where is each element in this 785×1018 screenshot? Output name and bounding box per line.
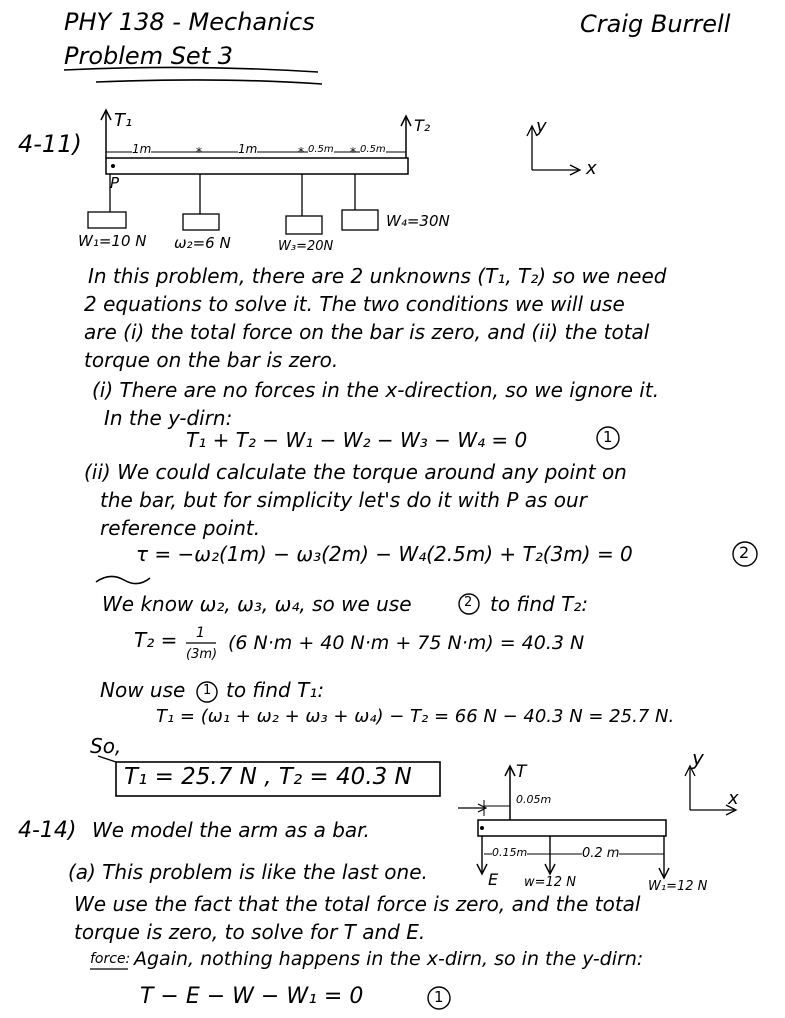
dim-0-2m: 0.2 m xyxy=(582,846,620,861)
bar-4-11 xyxy=(105,157,409,175)
author-name: Craig Burrell xyxy=(580,10,731,38)
dim-0-05m: 0.05m xyxy=(516,793,552,806)
label-w1-arm: W₁=12 N xyxy=(648,879,708,894)
final-answer: T₁ = 25.7 N , T₂ = 40.3 N xyxy=(124,764,412,790)
equation-torque: τ = −ω₂(1m) − ω₃(2m) − W₄(2.5m) + T₂(3m)… xyxy=(136,542,633,566)
eq-ref-2: 2 xyxy=(464,595,473,610)
text-line: the bar, but for simplicity let's do it … xyxy=(100,488,587,512)
dim-1m-a: 1m xyxy=(132,142,152,156)
label-w2: ω₂=6 N xyxy=(174,234,231,252)
text-line: In this problem, there are 2 unknowns (T… xyxy=(88,264,667,288)
text-line: torque on the bar is zero. xyxy=(84,348,339,372)
axis-x-label: x xyxy=(586,158,597,179)
problem-number-4-14: 4-14) xyxy=(18,818,77,843)
text-line: are (i) the total force on the bar is ze… xyxy=(84,320,650,344)
text-line: Again, nothing happens in the x-dirn, so… xyxy=(134,948,644,970)
axis-x-label-2: x xyxy=(728,788,739,809)
axis-y-label: y xyxy=(536,116,547,137)
label-w: w=12 N xyxy=(524,875,576,890)
t1-equation: T₁ = (ω₁ + ω₂ + ω₃ + ω₄) − T₂ = 66 N − 4… xyxy=(156,706,675,727)
fraction-denominator: (3m) xyxy=(186,647,218,662)
pivot-point xyxy=(111,164,115,168)
eq-number-1: 1 xyxy=(603,428,613,446)
axis-y-label-2: y xyxy=(692,746,704,770)
label-t2: T₂ xyxy=(414,116,431,135)
problem-number-4-11: 4-11) xyxy=(18,130,82,158)
text-line: We use the fact that the total force is … xyxy=(74,892,641,916)
answer-box xyxy=(115,761,441,797)
weight-box-4 xyxy=(341,209,379,231)
svg-text:*: * xyxy=(196,145,202,159)
label-t: T xyxy=(516,762,527,782)
weight-box-3 xyxy=(285,215,323,235)
eq-ref-1: 1 xyxy=(203,683,212,698)
svg-text:*: * xyxy=(298,145,304,159)
equation-force: T₁ + T₂ − W₁ − W₂ − W₃ − W₄ = 0 xyxy=(186,428,528,452)
title-underline-1 xyxy=(63,66,319,73)
text-line: In the y-dirn: xyxy=(104,406,233,430)
title-underline-2 xyxy=(95,79,323,85)
course-title: PHY 138 - Mechanics xyxy=(64,8,315,36)
text-line: (i) There are no forces in the x-directi… xyxy=(92,378,660,402)
label-w4: W₄=30N xyxy=(386,212,450,230)
label-w1: W₁=10 N xyxy=(78,232,147,250)
text-line: We know ω₂, ω₃, ω₄, so we use xyxy=(102,592,412,616)
t2-lhs: T₂ = xyxy=(134,628,178,652)
bar-4-14 xyxy=(477,819,667,837)
dim-0-15m: 0.15m xyxy=(492,846,528,859)
dim-0-5m-a: 0.5m xyxy=(308,144,334,155)
label-e: E xyxy=(488,870,499,889)
svg-text:*: * xyxy=(350,145,356,159)
text-line: reference point. xyxy=(100,516,261,540)
text-line: Now use xyxy=(100,678,186,702)
label-point-p: P xyxy=(110,174,120,192)
dim-1m-b: 1m xyxy=(238,142,258,156)
eq-number-2: 2 xyxy=(739,543,750,562)
t2-equation: (6 N·m + 40 N·m + 75 N·m) = 40.3 N xyxy=(228,632,585,654)
problem-set-title: Problem Set 3 xyxy=(64,42,234,70)
weight-box-1 xyxy=(87,211,127,229)
text-line: torque is zero, to solve for T and E. xyxy=(74,920,426,944)
label-t1: T₁ xyxy=(114,110,133,131)
text-line: 2 equations to solve it. The two conditi… xyxy=(84,292,625,316)
text-line: to find T₁: xyxy=(226,678,325,702)
text-line: (a) This problem is like the last one. xyxy=(68,860,428,884)
text-line: to find T₂: xyxy=(490,592,589,616)
text-line: We model the arm as a bar. xyxy=(92,818,370,842)
fraction-numerator: 1 xyxy=(196,625,205,641)
text-so: So, xyxy=(90,734,122,758)
equation-4-14: T − E − W − W₁ = 0 xyxy=(140,984,364,1009)
eq-number-1-4-14: 1 xyxy=(434,988,444,1006)
text-line: (ii) We could calculate the torque aroun… xyxy=(84,460,627,484)
label-w3: W₃=20N xyxy=(278,239,334,254)
label-force: force: xyxy=(90,951,131,967)
weight-box-2 xyxy=(182,213,220,231)
dim-0-5m-b: 0.5m xyxy=(360,144,386,155)
